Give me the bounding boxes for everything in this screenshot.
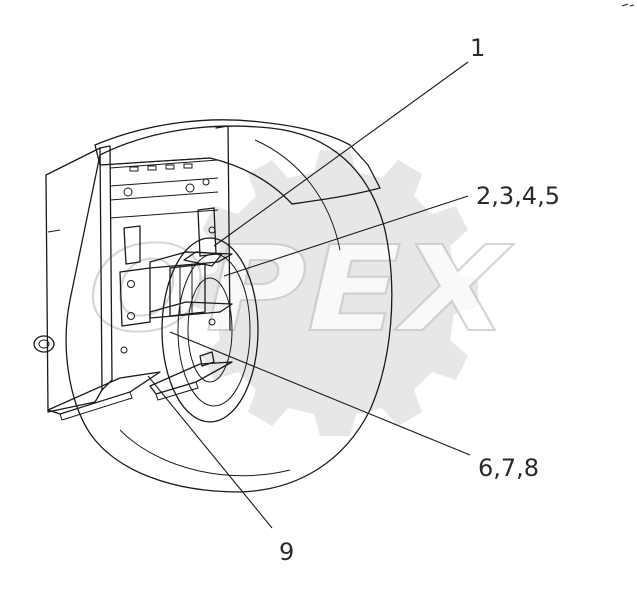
watermark-logo: OPEX <box>87 150 515 436</box>
leader-1 <box>213 61 469 247</box>
callout-label-6-7-8: 6,7,8 <box>478 454 539 482</box>
bracket-assembly <box>119 207 233 354</box>
mounting-frame <box>99 125 231 391</box>
wheel-tire <box>65 125 393 493</box>
leader-6 <box>169 331 471 456</box>
fender <box>94 119 381 205</box>
side-panel <box>33 147 103 413</box>
callout-label-1: 1 <box>470 34 485 62</box>
leader-9 <box>147 375 273 529</box>
corner-mark <box>621 3 635 7</box>
callout-labels: 1 2,3,4,5 6,7,8 9 <box>279 34 560 566</box>
leader-lines <box>147 61 471 529</box>
callout-label-9: 9 <box>279 538 294 566</box>
leader-2 <box>223 195 469 277</box>
watermark-brand-text: OPEX <box>88 220 514 358</box>
watermark-gear <box>192 150 478 436</box>
step-plates <box>47 351 233 421</box>
callout-label-2-3-4-5: 2,3,4,5 <box>476 182 560 210</box>
